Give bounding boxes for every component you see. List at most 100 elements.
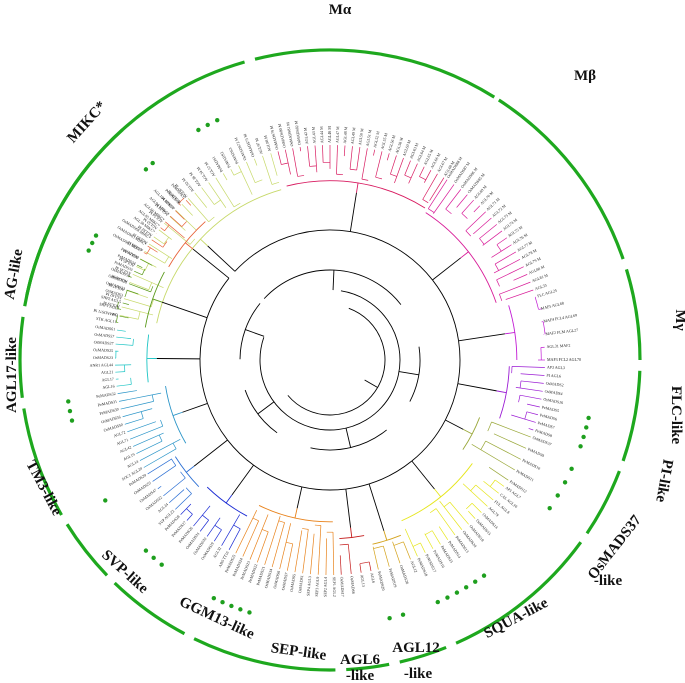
backbone-branch	[192, 248, 230, 279]
leaf-branch	[115, 371, 125, 373]
clade-ring-segment	[254, 48, 496, 99]
leaf-label: AGL56 M	[387, 134, 397, 152]
leaf-branch	[317, 525, 322, 575]
leaf-branch	[491, 244, 512, 258]
leaf-label: PeMADS30	[99, 407, 119, 416]
leaf-label: STK AGL11	[96, 316, 117, 324]
species-dot	[400, 612, 406, 617]
leaf-branch	[456, 194, 468, 208]
clade-arc	[404, 174, 412, 179]
clade-arc	[519, 380, 522, 389]
leaf-label: PeMADS31	[97, 399, 117, 408]
tree-branches	[115, 145, 546, 575]
leaf-label: OsMADS50	[103, 422, 124, 433]
clade-ring-segment	[585, 470, 621, 535]
leaf-label: AGL6	[370, 572, 377, 583]
clade-arc	[480, 440, 486, 450]
leaf-label: OsMADS17	[339, 577, 345, 597]
leaf-label: AGL50 M	[357, 128, 364, 146]
leaf-branch	[475, 484, 494, 501]
clade-arc	[180, 471, 186, 479]
clade-arc	[171, 458, 177, 466]
leaf-branch	[151, 239, 164, 248]
clade-ring-segment	[346, 662, 390, 672]
leaf-label: AP3 AGL3	[547, 364, 565, 370]
leaf-label: AGL52 M	[372, 130, 380, 148]
species-dot	[569, 466, 574, 472]
clade-stem	[434, 488, 442, 498]
leaf-label: PeMADS8	[535, 428, 553, 438]
clade-label-flc: FLC-like	[668, 386, 684, 445]
leaf-branch	[187, 198, 209, 222]
backbone-arc	[207, 403, 228, 441]
leaf-label: PeMADS19	[388, 568, 398, 588]
clade-arc	[150, 286, 154, 293]
backbone-branch	[245, 329, 265, 337]
leaf-label: OsMADS80 M	[277, 123, 287, 148]
clade-arc	[487, 421, 492, 432]
leaf-label: OsMADS3	[105, 288, 124, 298]
clade-ring-segment	[18, 316, 25, 398]
clade-ring-segment	[455, 541, 583, 645]
leaf-branch	[199, 519, 209, 532]
backbone-branch	[182, 402, 208, 413]
backbone-branch	[193, 439, 228, 467]
leaf-label: OsMADS37	[532, 435, 552, 447]
clade-arc	[445, 208, 452, 214]
leaf-label: OsMADS79 M	[268, 125, 279, 150]
leaf-branch	[314, 145, 318, 173]
leaf-label: AGL81 M	[531, 272, 549, 283]
species-dot	[247, 610, 252, 615]
leaf-branch	[148, 243, 173, 259]
clade-ring-segment	[23, 213, 58, 307]
clade-arc	[361, 178, 369, 181]
species-dot	[86, 248, 91, 253]
clade-arc	[164, 256, 170, 264]
species-dot	[159, 562, 164, 567]
clade-label-ag: AG-like	[2, 248, 27, 301]
backbone-branch	[345, 428, 352, 448]
clade-arc	[390, 173, 397, 177]
backbone-arc	[457, 340, 461, 384]
leaf-branch	[208, 182, 227, 208]
leaf-label: OsMADS21	[108, 273, 128, 285]
leaf-label: OsMADS4	[544, 389, 563, 397]
leaf-label: AGL64 M	[415, 145, 427, 163]
leaf-branch	[461, 199, 474, 214]
leaf-label: AGL12	[410, 560, 419, 573]
backbone-branch	[432, 257, 461, 281]
clade-arc	[542, 321, 546, 335]
leaf-label: AGL14	[126, 459, 139, 469]
clade-arc	[202, 514, 209, 521]
clade-arc	[252, 517, 259, 522]
clade-arc	[178, 197, 185, 204]
leaf-label: AGL13	[360, 574, 367, 587]
leaf-branch	[119, 314, 139, 320]
clade-arc	[428, 208, 435, 213]
clade-arc	[286, 541, 293, 545]
clade-arc	[261, 529, 269, 533]
leaf-branch	[336, 145, 338, 175]
leaf-branch	[339, 555, 342, 575]
leaf-branch	[181, 203, 193, 216]
leaf-branch	[279, 523, 292, 570]
leaf-label: AGL63 M	[408, 142, 419, 160]
species-dot	[211, 595, 217, 601]
leaf-label: PeMADS3	[227, 147, 239, 165]
leaf-label: OsMADS8	[272, 570, 281, 589]
species-dot	[90, 240, 95, 246]
backbone-arc	[287, 307, 386, 416]
leaf-label: AG	[112, 311, 119, 317]
leaf-branch	[126, 289, 139, 295]
clade-arc	[359, 561, 370, 564]
leaf-branch	[127, 421, 156, 433]
leaf-branch	[121, 306, 154, 316]
clade-arc	[148, 282, 153, 290]
leaf-label: OsMADS82 M	[293, 120, 301, 145]
leaf-branch	[123, 298, 152, 308]
leaf-branch	[169, 215, 183, 227]
leaf-branch	[221, 514, 241, 546]
clade-arc	[172, 442, 177, 449]
leaf-branch	[332, 532, 335, 575]
leaf-label: SEP3 AGL9	[314, 577, 320, 597]
